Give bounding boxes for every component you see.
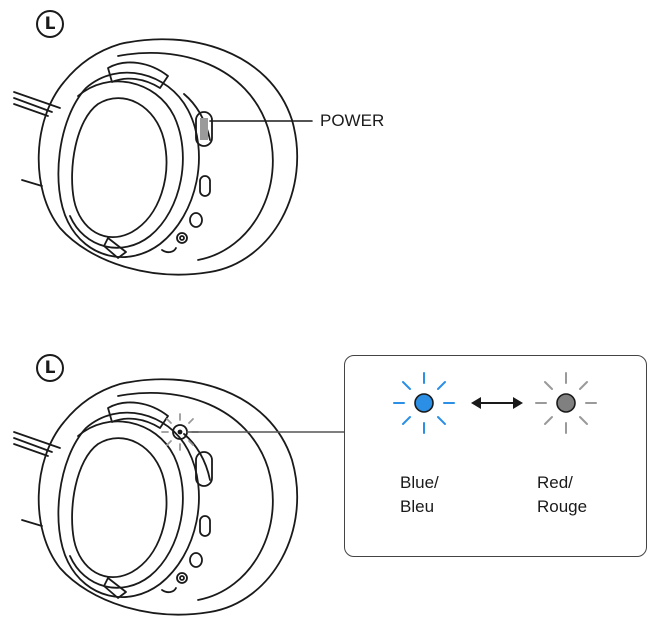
red-caption-line2: Rouge <box>537 497 588 516</box>
earcup-indicator-light <box>161 413 345 451</box>
blue-blinking-light-icon <box>393 372 455 434</box>
blue-caption-line2: Bleu <box>400 497 435 516</box>
red-caption-line1: Red/ <box>537 473 573 492</box>
red-blinking-light-icon <box>535 372 597 434</box>
headphone-earcup-illustration-bottom <box>13 378 299 616</box>
power-label: POWER <box>320 111 385 130</box>
left-side-letter: L <box>44 357 56 378</box>
left-side-badge-top: L <box>36 10 64 38</box>
indicator-lights-canvas <box>393 372 597 434</box>
blue-caption-line1: Blue/ <box>400 473 439 492</box>
left-side-letter: L <box>44 13 56 34</box>
indicator-callout-panel: Blue/ Bleu Red/ Rouge <box>344 355 647 557</box>
headphone-earcup-illustration-top <box>13 38 313 276</box>
double-arrow-icon <box>471 397 523 409</box>
left-side-badge-bottom: L <box>36 354 64 382</box>
